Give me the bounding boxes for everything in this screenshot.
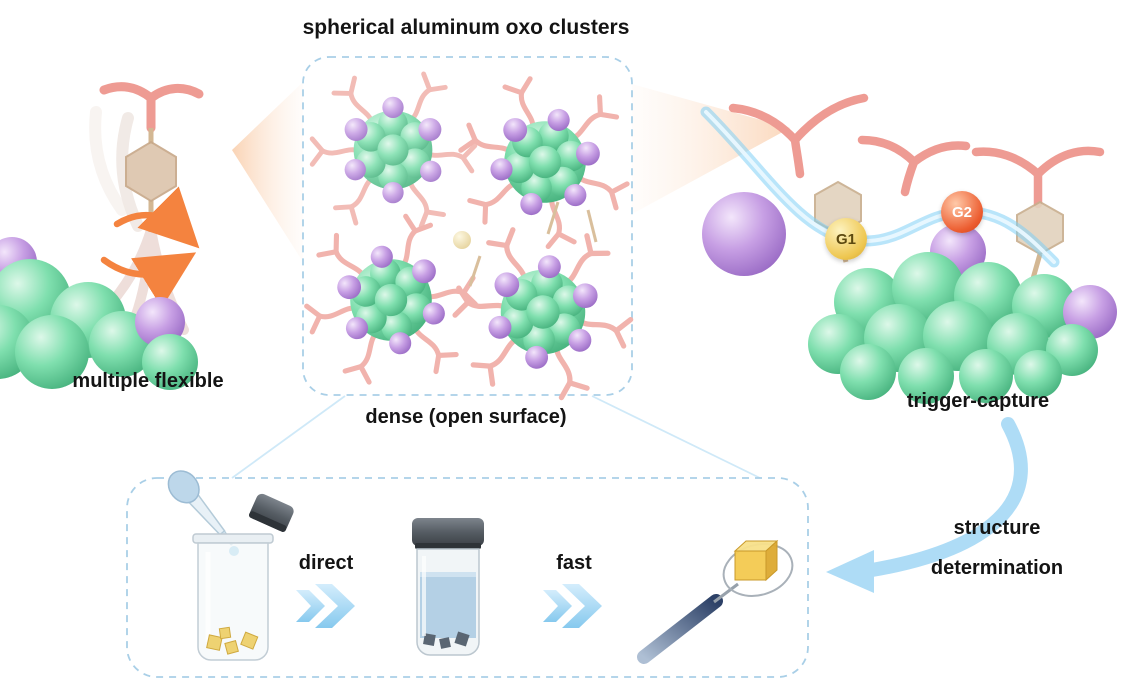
sediment-crystals [423, 631, 470, 649]
cluster-surface-spheres [0, 237, 198, 390]
left-caption: multiple flexible [72, 370, 224, 392]
capped-vial [412, 518, 484, 656]
aluminum-oxo-cluster [311, 74, 474, 227]
structure-determination-label: structure determination [931, 508, 1063, 588]
right-illustration-trigger-capture [700, 93, 1117, 404]
cluster-panel-contents [292, 61, 650, 406]
figure-title: spherical aluminum oxo clusters [302, 16, 630, 39]
crystal-cube [733, 539, 779, 582]
rotation-arrows [100, 186, 200, 308]
step-arrow-direct-icon [296, 584, 355, 628]
cluster-surface-spheres [808, 224, 1117, 404]
structure-determination-line1: structure [953, 517, 1041, 539]
right-caption: trigger-capture [906, 390, 1050, 412]
trigger-capture-glow-path [700, 106, 1060, 268]
center-caption: dense (open surface) [365, 406, 567, 428]
magnify-beam-right [632, 84, 790, 214]
structure-determination-line2: determination [930, 557, 1064, 579]
guest-pins [468, 201, 598, 287]
step-label-direct: direct [298, 552, 354, 574]
guest-badge-g1: G1 [825, 218, 867, 260]
step-arrow-fast-icon [543, 584, 602, 628]
aluminum-oxo-cluster [440, 61, 650, 265]
guest-badge-g2: G2 [941, 191, 983, 233]
pipette [167, 470, 234, 546]
open-vial [192, 533, 274, 661]
cluster-panel-border [302, 56, 633, 396]
crystallization-workflow [167, 470, 794, 664]
structure-determination-arrow [826, 417, 1028, 593]
crystal-seeds [206, 626, 259, 655]
purple-heteroatom-sphere [702, 192, 786, 276]
vial-cap-open [248, 493, 294, 532]
step-label-fast: fast [556, 552, 592, 574]
pink-ligand [99, 82, 204, 133]
pink-ligands [728, 93, 1105, 209]
magnify-beam-left [232, 82, 303, 262]
crystal-mount [637, 539, 794, 664]
left-illustration-multiple-flexible [0, 82, 204, 390]
workflow-panel-border [126, 477, 809, 678]
aluminum-oxo-cluster [445, 219, 642, 406]
projection-lines [231, 395, 761, 479]
guest-molecule-sphere [453, 231, 471, 249]
